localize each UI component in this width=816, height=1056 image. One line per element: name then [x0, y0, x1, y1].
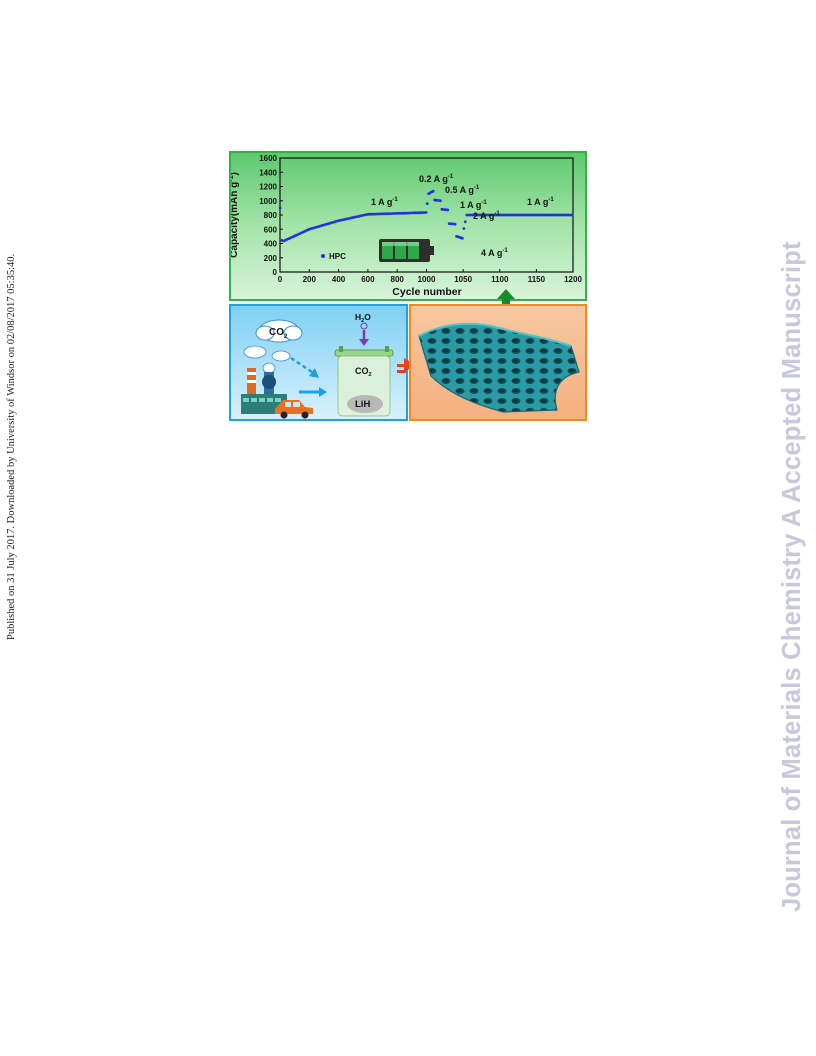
- rate-capability-chart: 0 200 400 600 800 1000 1200 1400 1600 0 200 400 600…: [228, 154, 582, 298]
- x-tick-label: 1050: [454, 275, 472, 284]
- red-arrow-icon: [397, 364, 406, 373]
- y-tick-label: 1400: [259, 168, 277, 177]
- data-point: [425, 202, 429, 205]
- rate-label-2: 0.2 A g-1: [419, 174, 454, 184]
- purple-arrowhead-icon: [359, 339, 369, 346]
- up-arrow-icon: [497, 289, 515, 312]
- data-point: [431, 189, 435, 193]
- x-tick-label: 400: [332, 275, 346, 284]
- drop-icon: [360, 322, 368, 330]
- x-tick-label: 800: [391, 275, 405, 284]
- synthesis-panel: CO2: [229, 304, 408, 421]
- data-point: [462, 227, 466, 230]
- reactor-vessel: [334, 346, 394, 417]
- porous-carbon-illustration: [418, 322, 580, 413]
- rate-label-7: 1 A g-1: [527, 197, 554, 207]
- y-tick-label: 600: [264, 225, 278, 234]
- data-point: [461, 236, 464, 240]
- y-tick-label: 1600: [259, 154, 277, 163]
- data-point: [424, 211, 428, 214]
- smoke-puffs: [243, 345, 291, 374]
- dashed-arrowhead-icon: [309, 368, 319, 378]
- reactor-gas-label: CO2: [355, 366, 372, 378]
- data-point: [570, 213, 574, 217]
- rate-label-6: 4 A g-1: [481, 248, 508, 258]
- x-tick-label: 600: [361, 275, 375, 284]
- data-point: [446, 208, 450, 212]
- blue-arrowhead-icon: [319, 387, 327, 397]
- rate-label-3: 0.5 A g-1: [445, 185, 480, 195]
- journal-watermark: Journal of Materials Chemistry A Accepte…: [778, 241, 806, 912]
- y-axis-label: Capacity(mAh g-1): [231, 172, 240, 258]
- x-tick-label: 1200: [564, 275, 582, 284]
- legend-label: HPC: [329, 252, 346, 261]
- x-tick-label: 1100: [491, 275, 509, 284]
- data-point: [439, 199, 442, 203]
- data-point: [278, 206, 282, 210]
- dashed-arrow-icon: [290, 356, 316, 376]
- y-tick-label: 200: [264, 254, 278, 263]
- reactor-solid-label: LiH: [355, 399, 370, 410]
- battery-icon: [379, 239, 434, 262]
- publication-note: Published on 31 July 2017. Downloaded by…: [6, 253, 17, 640]
- legend-marker: [321, 254, 325, 258]
- porous-carbon-panel: [409, 304, 587, 421]
- x-tick-label: 1150: [528, 275, 546, 284]
- synthesis-illustration: CO2: [241, 312, 406, 419]
- rate-label-1: 1 A g-1: [371, 197, 398, 207]
- x-tick-label: 1000: [418, 275, 436, 284]
- co2-cloud: [255, 319, 303, 343]
- rate-labels: 1 A g-1 0.2 A g-1 0.5 A g-1 1 A g-1 2 A …: [371, 174, 554, 258]
- h2o-label: H2O: [355, 312, 371, 324]
- rate-capability-chart-panel: 0 200 400 600 800 1000 1200 1400 1600 0 200 400 600…: [228, 151, 587, 301]
- hpc-series: [278, 189, 574, 243]
- data-point: [453, 222, 457, 226]
- x-axis-label: Cycle number: [392, 286, 461, 298]
- data-point: [463, 220, 467, 224]
- x-tick-label: 200: [303, 275, 317, 284]
- porous-carbon-sheet: [418, 323, 580, 413]
- y-tick-label: 0: [273, 268, 278, 277]
- rate-label-4: 1 A g-1: [460, 200, 487, 210]
- y-axis-ticks: 0 200 400 600 800 1000 1200 1400 1600: [259, 154, 283, 277]
- rate-label-5: 2 A g-1: [473, 211, 500, 221]
- x-axis-ticks: 0 200 400 600 800 1000 1050 1100 1150 1200: [278, 269, 582, 284]
- y-tick-label: 1000: [259, 197, 277, 206]
- car-icon: [275, 400, 313, 419]
- y-tick-label: 400: [264, 240, 278, 249]
- x-tick-label: 0: [278, 275, 283, 284]
- y-tick-label: 800: [264, 211, 278, 220]
- y-tick-label: 1200: [259, 183, 277, 192]
- sheet-edge: [418, 322, 572, 347]
- co2-cloud-label: CO2: [269, 327, 288, 340]
